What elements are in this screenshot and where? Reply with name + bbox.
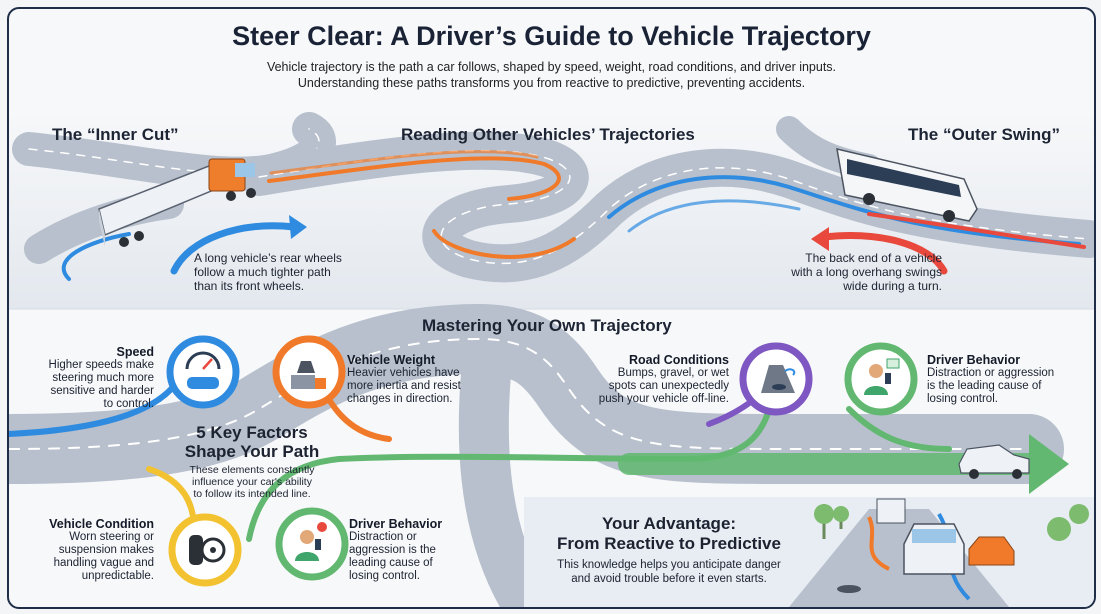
desc-line: handling vague and (53, 557, 154, 569)
desc-line: Higher speeds make (48, 359, 154, 371)
center-title-line-2: Shape Your Path (184, 442, 320, 461)
desc-line: losing control. (349, 570, 420, 582)
factor-weight-desc: Heavier vehicles have more inertia and r… (347, 367, 461, 406)
inner-cut-caption: A long vehicle’s rear wheels follow a mu… (194, 251, 342, 293)
factor-driver-top-desc: Distraction or aggression is the leading… (927, 367, 1054, 406)
factor-condition: Vehicle Condition Worn steering or suspe… (34, 517, 154, 583)
advantage-desc-line: This knowledge helps you anticipate dang… (557, 559, 781, 571)
red-arrow-head (811, 227, 829, 251)
factor-weight: Vehicle Weight Heavier vehicles have mor… (347, 353, 461, 406)
desc-line: Distraction or aggression (927, 367, 1055, 379)
condition-circle (168, 513, 242, 587)
desc-line: unpredictable. (81, 570, 154, 582)
outer-swing-caption-line: with a long overhang swings (791, 265, 942, 279)
desc-line: to control. (103, 398, 155, 410)
desc-line: Distraction or (349, 531, 417, 543)
outer-swing-title: The “Outer Swing” (908, 125, 1061, 144)
subtitle-line-1: Vehicle trajectory is the path a car fol… (266, 60, 837, 74)
key-factors-center: 5 Key Factors Shape Your Path These elem… (177, 423, 327, 500)
desc-line: losing control. (927, 393, 998, 405)
inner-cut-caption-line: A long vehicle’s rear wheels (194, 251, 342, 265)
factor-driver-top: Driver Behavior Distraction or aggressio… (927, 353, 1054, 406)
driver-bottom-circle (275, 507, 349, 581)
desc-line: more inertia and resist (347, 380, 461, 392)
inner-cut-caption-line: follow a much tighter path (194, 265, 331, 279)
driver-phone-icon-top (864, 358, 900, 395)
factor-weight-title: Vehicle Weight (347, 353, 435, 367)
factor-condition-desc: Worn steering or suspension makes handli… (34, 531, 154, 583)
desc-line: leading cause of (349, 557, 433, 569)
speed-circle (166, 335, 240, 409)
desc-line: sensitive and harder (50, 385, 154, 397)
blue-arrow-head (289, 215, 307, 239)
truck-icon (98, 158, 256, 247)
speedometer-icon (185, 351, 221, 389)
center-desc: These elements constantly influence your… (177, 464, 327, 500)
reading-title: Reading Other Vehicles’ Trajectories (401, 125, 695, 144)
outer-swing-caption-line: wide during a turn. (843, 279, 942, 293)
outer-swing-caption-line: The back end of a vehicle (805, 251, 942, 265)
infographic-frame: Steer Clear: A Driver’s Guide to Vehicle… (7, 7, 1096, 609)
car-icon (958, 444, 1030, 479)
factor-driver-bottom: Driver Behavior Distraction or aggressio… (349, 517, 442, 583)
desc-line: Heavier vehicles have (347, 367, 460, 379)
inner-cut-caption-line: than its front wheels. (194, 279, 305, 293)
advantage-desc: This knowledge helps you anticipate dang… (539, 558, 799, 586)
desc-line: spots can unexpectedly (608, 380, 729, 392)
desc-line: is the leading cause of (927, 380, 1042, 392)
center-desc-line: influence your car's ability (192, 476, 312, 488)
factor-condition-title: Vehicle Condition (49, 517, 154, 531)
desc-line: suspension makes (58, 544, 154, 556)
factor-driver-top-title: Driver Behavior (927, 353, 1021, 367)
driver-phone-icon (295, 522, 327, 561)
factor-speed-title: Speed (116, 345, 154, 359)
desc-line: push your vehicle off-line. (598, 393, 729, 405)
advantage-title-line-2: From Reactive to Predictive (557, 534, 781, 553)
factor-road: Road Conditions Bumps, gravel, or wet sp… (584, 353, 729, 406)
advantage-panel (524, 497, 1094, 607)
advantage-text: Your Advantage: From Reactive to Predict… (539, 514, 799, 586)
inner-cut-title: The “Inner Cut” (52, 125, 179, 144)
top-road-network (12, 112, 1094, 283)
center-desc-line: These elements constantly (189, 464, 315, 476)
factor-driver-bottom-title: Driver Behavior (349, 517, 443, 531)
tire-steering-icon (189, 535, 226, 565)
factor-road-desc: Bumps, gravel, or wet spots can unexpect… (584, 367, 729, 406)
factor-speed-desc: Higher speeds make steering much more se… (39, 359, 154, 411)
desc-line: aggression is the (349, 544, 436, 556)
desc-line: Bumps, gravel, or wet (617, 367, 729, 379)
driver-top-circle (844, 342, 918, 416)
desc-line: changes in direction. (347, 393, 453, 405)
subtitle-line-2: Understanding these paths transforms you… (297, 76, 806, 90)
desc-line: steering much more (52, 372, 154, 384)
green-arrow-head (1029, 434, 1069, 494)
weight-truck-icon (291, 361, 326, 389)
factor-speed: Speed Higher speeds make steering much m… (39, 345, 154, 411)
center-desc-line: to follow its intended line. (193, 488, 311, 500)
road-hazard-icon (761, 365, 796, 393)
center-title-line-1: 5 Key Factors (196, 423, 308, 442)
page-subtitle: Vehicle trajectory is the path a car fol… (9, 59, 1094, 91)
page-title: Steer Clear: A Driver’s Guide to Vehicle… (232, 21, 871, 51)
bus-icon (836, 148, 978, 222)
bottom-road-network (9, 303, 1064, 607)
desc-line: Worn steering or (69, 531, 154, 543)
advantage-desc-line: and avoid trouble before it even starts. (571, 573, 767, 585)
mastering-title: Mastering Your Own Trajectory (422, 316, 672, 335)
advantage-title-line-1: Your Advantage: (601, 514, 737, 533)
factor-road-title: Road Conditions (629, 353, 729, 367)
factor-driver-bottom-desc: Distraction or aggression is the leading… (349, 531, 442, 583)
artwork (9, 109, 1094, 607)
outer-swing-caption: The back end of a vehicle with a long ov… (754, 251, 942, 293)
